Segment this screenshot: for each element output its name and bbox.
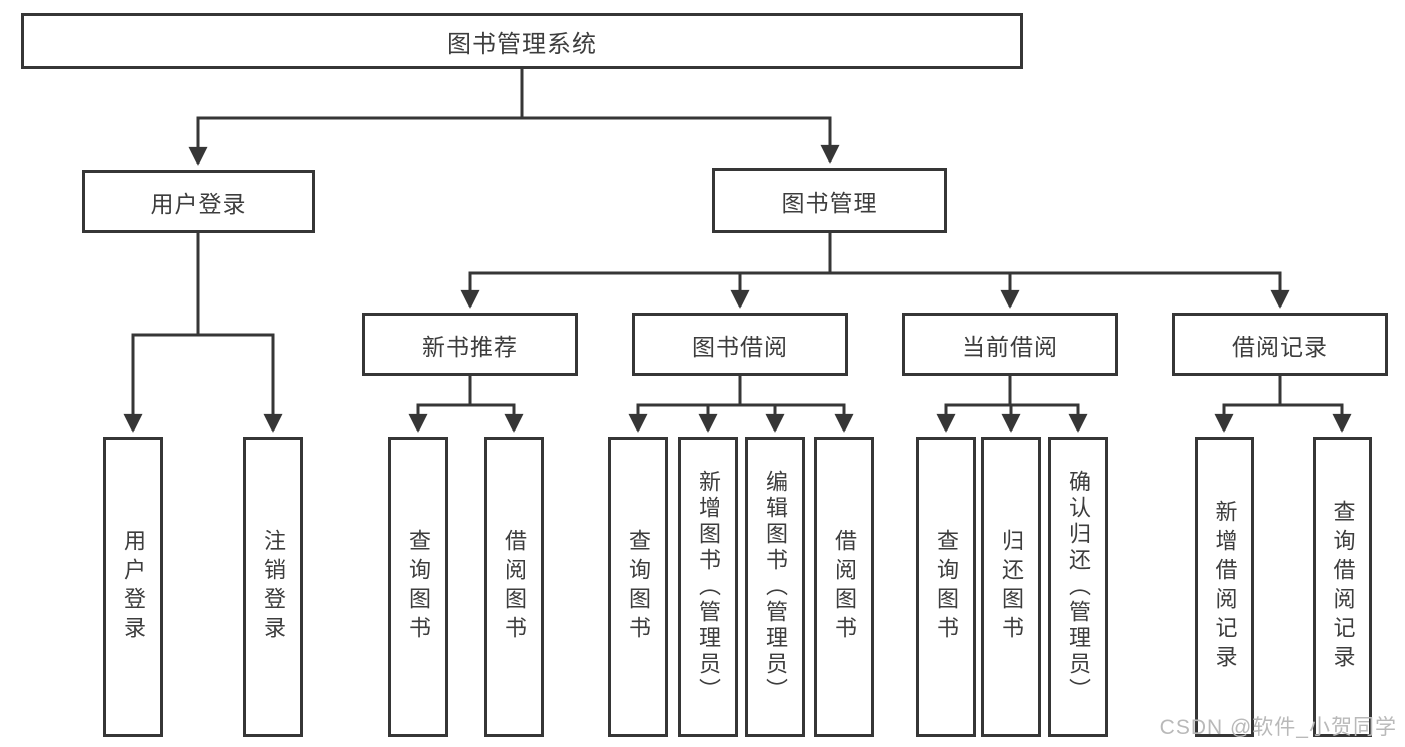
node-label: 查询借阅记录 <box>1330 500 1356 674</box>
node-label: 用户登录 <box>121 529 146 645</box>
node-label: 查询图书 <box>406 529 431 645</box>
leaf-query-books-borrow: 查询图书 <box>608 437 668 737</box>
leaf-borrow-books: 借阅图书 <box>814 437 874 737</box>
node-book-borrowing: 图书借阅 <box>632 313 848 376</box>
node-current-borrowing: 当前借阅 <box>902 313 1118 376</box>
node-label: 借阅图书 <box>832 529 857 645</box>
leaf-query-books-recommend: 查询图书 <box>388 437 448 737</box>
node-label: 查询图书 <box>626 529 651 645</box>
node-label: 借阅图书 <box>502 529 527 645</box>
node-label: 新增借阅记录 <box>1212 500 1238 674</box>
node-book-management: 图书管理 <box>712 168 947 233</box>
node-label: 借阅记录 <box>1232 333 1328 360</box>
leaf-logout: 注销登录 <box>243 437 303 737</box>
node-new-book-recommendation: 新书推荐 <box>362 313 578 376</box>
node-user-login: 用户登录 <box>82 170 315 233</box>
csdn-watermark: CSDN @软件_小贺同学 <box>1159 716 1397 739</box>
leaf-add-borrow-record: 新增借阅记录 <box>1195 437 1254 737</box>
node-label: 图书借阅 <box>692 333 788 360</box>
node-label: 图书管理 <box>781 189 878 216</box>
leaf-user-login: 用户登录 <box>103 437 163 737</box>
node-label: 用户登录 <box>150 190 247 217</box>
leaf-query-borrow-record: 查询借阅记录 <box>1313 437 1372 737</box>
node-label: 编辑图书（管理员） <box>763 470 788 704</box>
node-label: 新增图书（管理员） <box>696 470 721 704</box>
leaf-confirm-return-admin: 确认归还（管理员） <box>1048 437 1108 737</box>
node-borrowing-records: 借阅记录 <box>1172 313 1388 376</box>
leaf-return-books: 归还图书 <box>981 437 1041 737</box>
node-label: 新书推荐 <box>422 333 518 360</box>
node-label: 注销登录 <box>261 529 286 645</box>
node-label: 图书管理系统 <box>447 30 597 58</box>
leaf-add-books-admin: 新增图书（管理员） <box>678 437 738 737</box>
node-label: 查询图书 <box>934 529 959 645</box>
node-label: 当前借阅 <box>962 333 1058 360</box>
leaf-query-books-current: 查询图书 <box>916 437 976 737</box>
leaf-edit-books-admin: 编辑图书（管理员） <box>745 437 805 737</box>
leaf-borrow-books-recommend: 借阅图书 <box>484 437 544 737</box>
node-label: 归还图书 <box>999 529 1024 645</box>
node-library-management-system: 图书管理系统 <box>21 13 1023 69</box>
node-label: 确认归还（管理员） <box>1066 470 1091 704</box>
